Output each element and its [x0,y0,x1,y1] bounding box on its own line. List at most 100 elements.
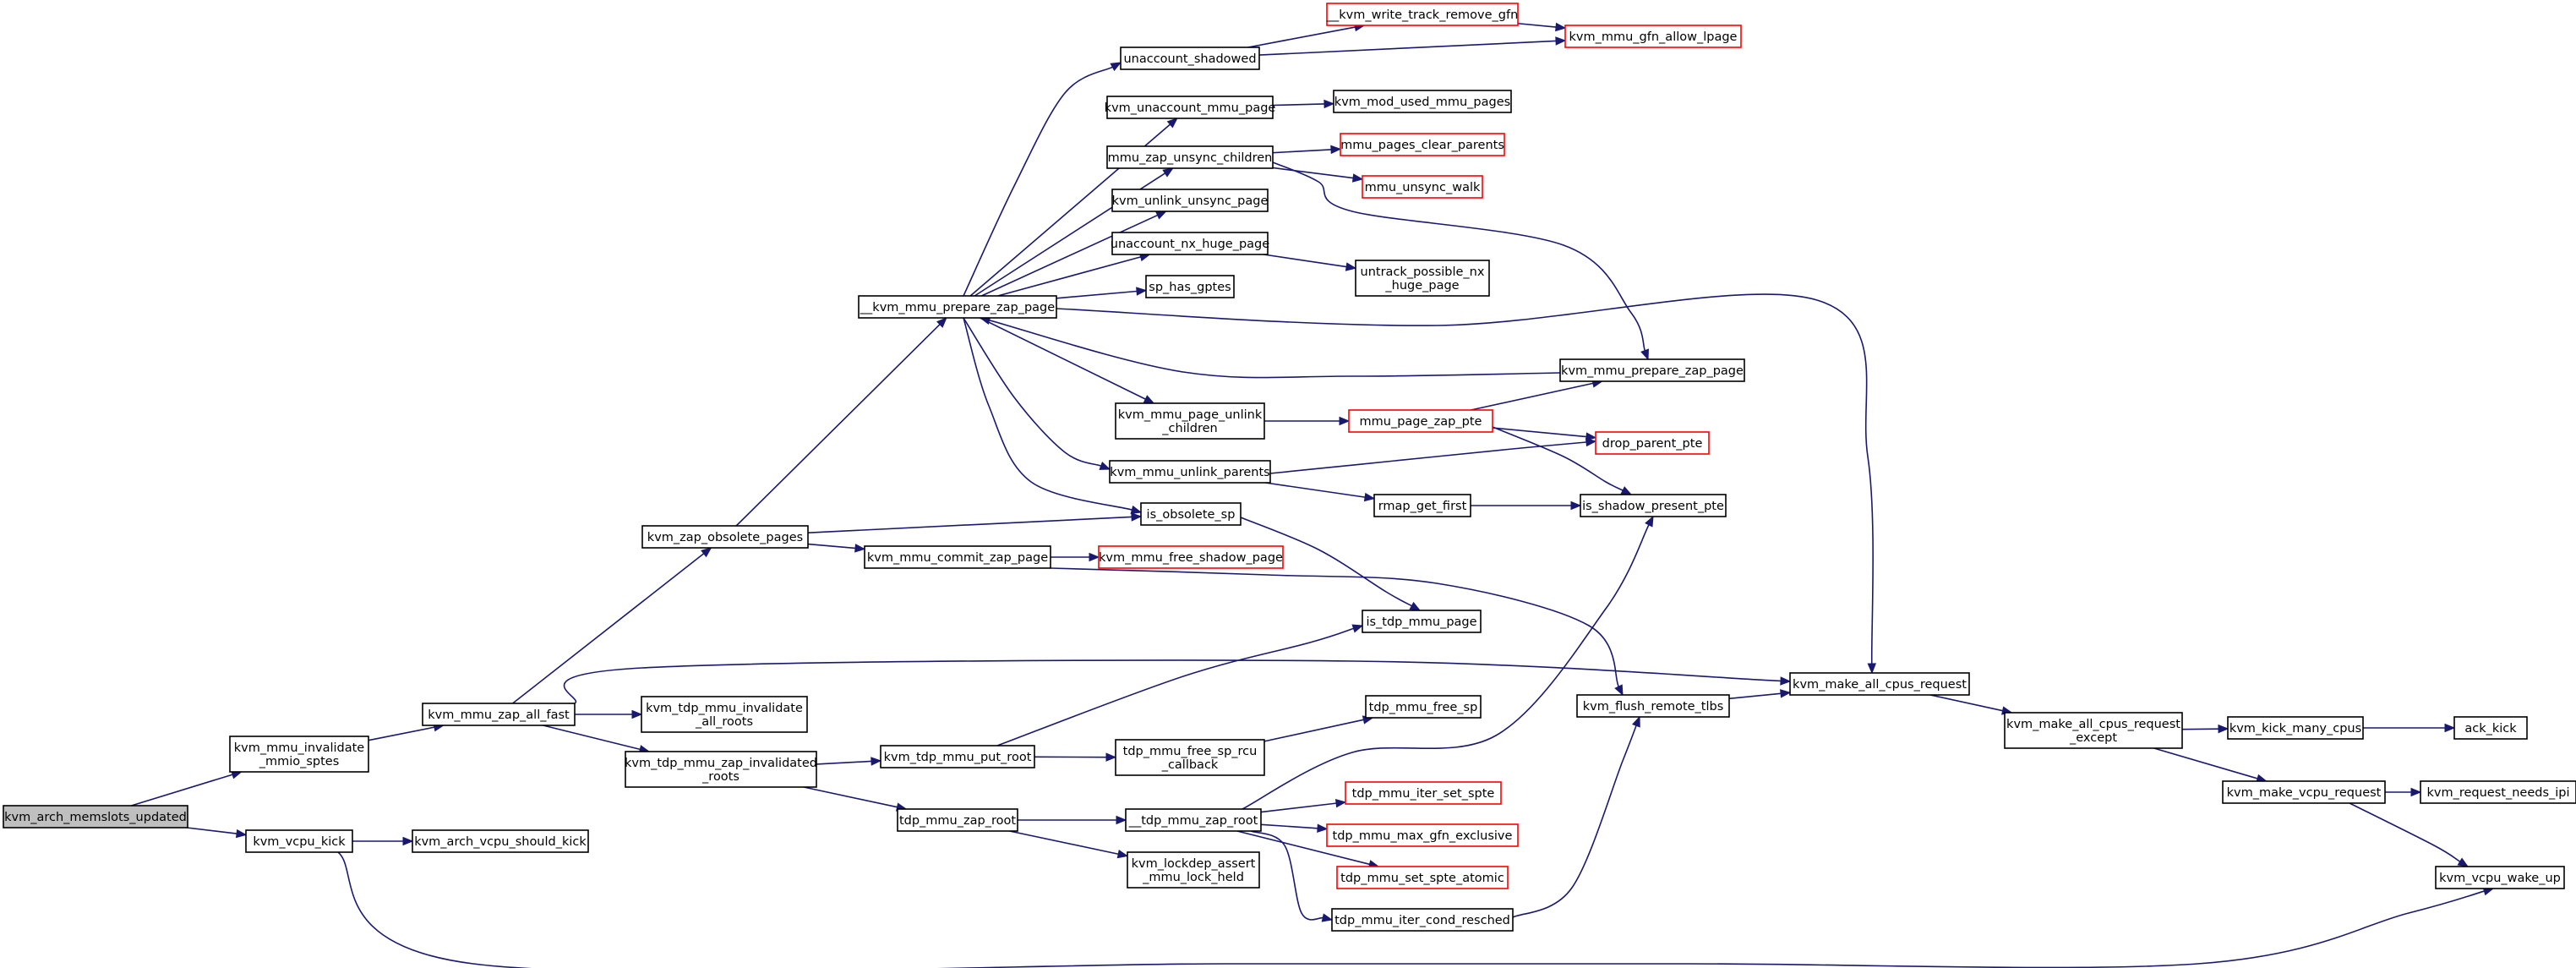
node-kvm-mmu-zap-all-fast[interactable]: kvm_mmu_zap_all_fast [422,703,576,726]
node-kvm-make-all-cpus-request[interactable]: kvm_make_all_cpus_request [1789,672,1970,696]
node-kvm-mmu-commit-zap-page[interactable]: kvm_mmu_commit_zap_page [864,545,1051,569]
node-kvm-mmu-unlink-parents[interactable]: kvm_mmu_unlink_parents [1109,460,1271,484]
node-kvm-mmu-free-shadow-page[interactable]: kvm_mmu_free_shadow_page [1098,545,1284,569]
node-unaccount-shadowed[interactable]: unaccount_shadowed [1120,46,1260,70]
edge-line [1258,40,1557,56]
node-kvm-tdp-mmu-zap-invalidated-roots[interactable]: kvm_tdp_mmu_zap_invalidated_roots [625,751,817,788]
edge-line [1009,830,1119,856]
node-kvm-tdp-mmu-put-root[interactable]: kvm_tdp_mmu_put_root [880,745,1035,768]
edge-line [981,214,1158,297]
node-kvm-mmu-gfn-allow-lpage[interactable]: kvm_mmu_gfn_allow_lpage [1564,25,1742,48]
node-tdp-mmu-set-spte-atomic[interactable]: tdp_mmu_set_spte_atomic [1336,866,1509,889]
node-tdp-mmu-iter-set-spte[interactable]: tdp_mmu_iter_set_spte [1345,781,1502,805]
edge-line [997,256,1141,297]
node-box [1336,866,1509,889]
node-kvm-arch-vcpu-should-kick[interactable]: kvm_arch_vcpu_should_kick [412,829,589,853]
node-box [2222,780,2386,804]
edge-__tdp_mmu_zap_root-to-tdp_mmu_iter_set_spte [1260,798,1347,813]
node-mmu-pages-clear-parents[interactable]: mmu_pages_clear_parents [1340,133,1505,156]
node-box [412,829,589,853]
edge-arrowhead [1321,913,1334,922]
node-kvm-make-all-cpus-request-except[interactable]: kvm_make_all_cpus_request_except [2004,712,2183,749]
edge-line [1471,382,1594,411]
node-box [1106,96,1274,119]
edge-arrowhead [1334,798,1347,808]
node-label: _mmu_lock_held [1142,871,1244,884]
node-mmu-page-zap-pte[interactable]: mmu_page_zap_pte [1348,409,1493,433]
node-tdp-mmu-zap-root[interactable]: tdp_mmu_zap_root [897,808,1018,832]
node-is-obsolete-sp[interactable]: is_obsolete_sp [1140,502,1242,526]
node-kvm-mod-used-mmu-pages[interactable]: kvm_mod_used_mmu_pages [1333,90,1512,113]
edge-kvm_make_all_cpus_request_except-to-kvm_make_vcpu_request [2153,747,2268,783]
node-kvm-lockdep-assert-mmu-lock-held[interactable]: kvm_lockdep_assert_mmu_lock_held [1127,851,1260,889]
node-kvm-flush-remote-tlbs[interactable]: kvm_flush_remote_tlbs [1576,694,1730,718]
node-label: drop_parent_pte [1602,437,1703,451]
edge-__kvm_mmu_prepare_zap_page-to-unaccount_shadowed [963,62,1122,297]
node-kvm-mmu-prepare-zap-page[interactable]: kvm_mmu_prepare_zap_page [1559,358,1745,382]
edge-kvm_tdp_mmu_put_root-to-is_tdp_mmu_page [996,624,1364,747]
node-mmu-unsync-walk[interactable]: mmu_unsync_walk [1362,175,1483,199]
node-kvm-unaccount-mmu-page[interactable]: kvm_unaccount_mmu_page [1105,96,1276,119]
node-kvm-make-vcpu-request[interactable]: kvm_make_vcpu_request [2222,780,2386,804]
node-kvm-mmu-page-unlink-children[interactable]: kvm_mmu_page_unlink_children [1115,402,1265,440]
edge-kvm_mmu_zap_all_fast-to-kvm_tdp_mmu_invalidate_all_roots [575,709,643,719]
node-kvm-tdp-mmu-invalidate-all-roots[interactable]: kvm_tdp_mmu_invalidate_all_roots [641,696,808,733]
node-box [1115,402,1265,440]
node-box [2453,716,2528,740]
edge-mmu_page_zap_pte-to-drop_parent_pte [1492,427,1597,441]
node-mmu-zap-unsync-children[interactable]: mmu_zap_unsync_children [1106,145,1274,169]
node-is-shadow-present-pte[interactable]: is_shadow_present_pte [1580,494,1727,517]
node-label: kvm_tdp_mmu_invalidate [646,702,803,715]
edge-mmu_zap_unsync_children-to-mmu_unsync_walk [1272,167,1364,183]
node-kvm-zap-obsolete-pages[interactable]: kvm_zap_obsolete_pages [641,525,809,549]
node-sp-has-gptes[interactable]: sp_has_gptes [1145,275,1235,298]
node-ack-kick[interactable]: ack_kick [2453,716,2528,740]
edge-kvm_zap_obsolete_pages-to-kvm_mmu_commit_zap_page [807,543,866,553]
edge-line [807,516,1132,533]
node---kvm-mmu-prepare-zap-page[interactable]: __kvm_mmu_prepare_zap_page [858,295,1057,319]
edge-arrowhead [1645,515,1654,528]
node-label: kvm_mmu_unlink_parents [1110,466,1269,479]
edge-mmu_page_zap_pte-to-kvm_mmu_prepare_zap_page [1471,379,1603,411]
node-tdp-mmu-iter-cond-resched[interactable]: tdp_mmu_iter_cond_resched [1331,908,1514,932]
node-box [1362,610,1482,633]
edge-line [816,760,872,765]
edge-arrowhead [402,836,414,846]
edge-arrowhead [631,709,643,719]
node-box [1098,545,1284,569]
node-kvm-unlink-unsync-page[interactable]: kvm_unlink_unsync_page [1111,189,1269,212]
edge-kvm_mmu_zap_all_fast-to-kvm_zap_obsolete_pages [512,547,712,704]
node-kvm-vcpu-kick[interactable]: kvm_vcpu_kick [245,829,353,853]
edge-arrowhead [936,317,947,328]
node-tdp-mmu-free-sp[interactable]: tdp_mmu_free_sp [1365,695,1482,719]
node-drop-parent-pte[interactable]: drop_parent_pte [1595,431,1710,455]
node-box [1125,808,1262,832]
edge-tdp_mmu_zap_root-to-kvm_lockdep_assert_mmu_lock_held [1009,830,1129,859]
node-rmap-get-first[interactable]: rmap_get_first [1373,494,1471,517]
node-kvm-vcpu-wake-up[interactable]: kvm_vcpu_wake_up [2435,866,2565,889]
node-kvm-arch-memslots-updated[interactable]: kvm_arch_memslots_updated [3,805,188,829]
edge-arrowhead [1555,22,1567,32]
node-unaccount-nx-huge-page[interactable]: unaccount_nx_huge_page [1111,232,1269,255]
edge-line [1260,823,1318,829]
node-tdp-mmu-free-sp-rcu-callback[interactable]: tdp_mmu_free_sp_rcu_callback [1115,739,1265,776]
node-kvm-mmu-invalidate-mmio-sptes[interactable]: kvm_mmu_invalidate_mmio_sptes [229,736,369,773]
node---kvm-write-track-remove-gfn[interactable]: __kvm_write_track_remove_gfn [1326,3,1519,26]
node-box [2227,716,2364,740]
node-is-tdp-mmu-page[interactable]: is_tdp_mmu_page [1362,610,1482,633]
edge-line [1517,22,1557,28]
edge-tdp_mmu_iter_cond_resched-to-kvm_flush_remote_tlbs [1512,715,1640,918]
edge-mmu_zap_unsync_children-to-mmu_pages_clear_parents [1272,145,1342,155]
node-tdp-mmu-max-gfn-exclusive[interactable]: tdp_mmu_max_gfn_exclusive [1326,823,1519,847]
node-kvm-kick-many-cpus[interactable]: kvm_kick_many_cpus [2227,716,2364,740]
edge-line [1240,517,1412,607]
edge-line [1272,167,1354,179]
node-label: rmap_get_first [1378,500,1467,513]
node-kvm-request-needs-ipi[interactable]: kvm_request_needs_ipi [2420,780,2576,804]
node---tdp-mmu-zap-root[interactable]: __tdp_mmu_zap_root [1125,808,1262,832]
node-untrack-possible-nx-huge-page[interactable]: untrack_possible_nx_huge_page [1355,260,1490,297]
edge-kvm_make_vcpu_request-to-kvm_request_needs_ipi [2385,787,2422,797]
node-label: _children [1161,422,1217,435]
edge-kvm_mmu_commit_zap_page-to-kvm_flush_remote_tlbs [1050,567,1624,697]
node-box [625,751,817,788]
